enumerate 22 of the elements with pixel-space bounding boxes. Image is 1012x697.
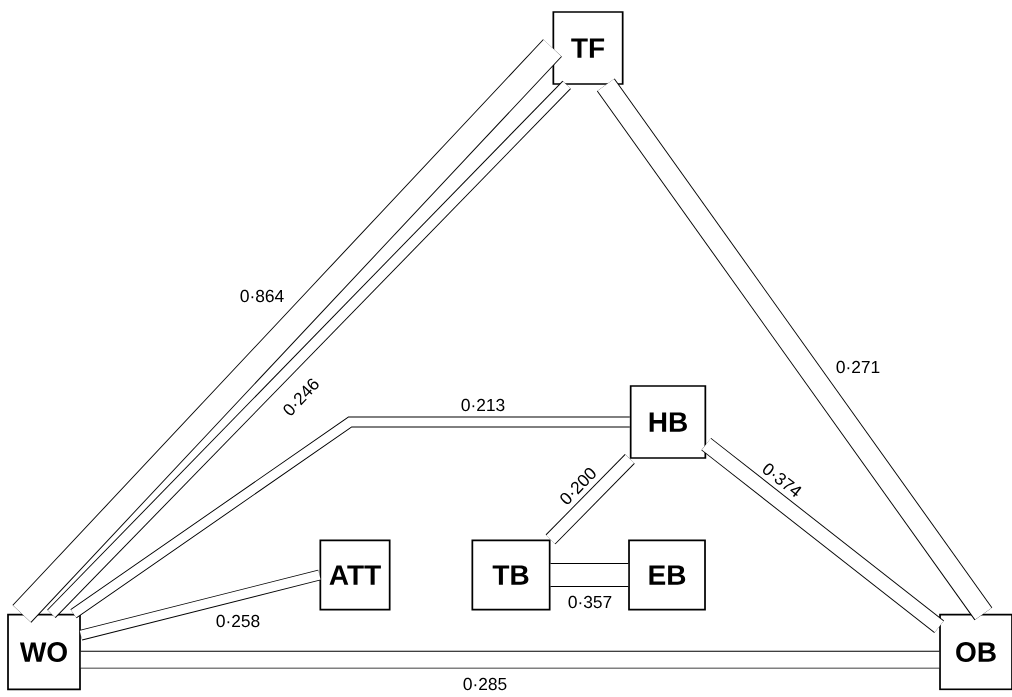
variable-box: ATT xyxy=(319,539,391,611)
edge-label: 0·864 xyxy=(238,288,286,304)
variable-box: OB xyxy=(939,613,1012,691)
variable-box: EB xyxy=(628,539,706,611)
path-band xyxy=(701,437,945,634)
edge-label: 0·213 xyxy=(459,397,507,413)
variable-box: WO xyxy=(7,613,81,691)
edge-label: 0·285 xyxy=(461,676,509,692)
path-band xyxy=(80,650,940,669)
path-band xyxy=(79,569,321,641)
path-band xyxy=(596,78,993,621)
edge-label: 0·271 xyxy=(834,359,882,375)
variable-box: TB xyxy=(471,539,551,611)
path-band xyxy=(12,39,562,623)
path-band xyxy=(70,416,630,619)
edge-label: 0·357 xyxy=(566,594,614,610)
path-band xyxy=(47,80,571,618)
variable-box: TF xyxy=(552,11,624,85)
edge-label: 0·258 xyxy=(214,613,262,629)
path-band xyxy=(545,454,635,545)
variable-box: HB xyxy=(629,385,707,459)
path-band xyxy=(550,563,629,587)
